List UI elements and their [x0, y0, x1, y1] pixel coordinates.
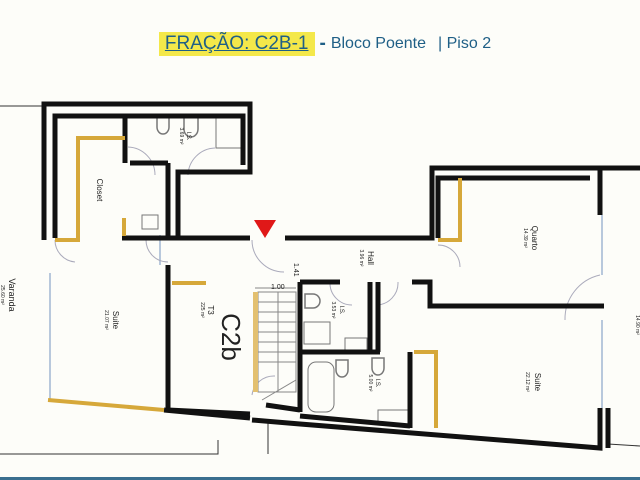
wardrobes — [47, 136, 462, 428]
svg-text:I.S.: I.S. — [338, 305, 344, 314]
svg-text:Suite: Suite — [533, 373, 542, 392]
room-right-partial: 14.90 m² — [634, 315, 640, 335]
room-varanda: Varanda 25.60 m² — [0, 278, 17, 311]
svg-text:14.39 m²: 14.39 m² — [522, 228, 528, 248]
svg-text:C2b: C2b — [216, 313, 246, 361]
room-suite-1: Suite 21.07 m² — [103, 310, 120, 330]
plan-header: FRAÇÃO: C2B-1 - Bloco Poente | Piso 2 — [0, 26, 640, 62]
svg-text:3.53 m²: 3.53 m² — [330, 302, 336, 319]
entrance-arrow-icon — [254, 220, 276, 238]
svg-text:Hall: Hall — [366, 251, 375, 265]
bottom-border — [0, 477, 640, 480]
svg-text:25.60 m²: 25.60 m² — [0, 285, 5, 305]
walls — [41, 101, 640, 451]
stair-railing — [253, 292, 258, 392]
windows — [49, 215, 603, 408]
room-is-1: I.S. 3.69 m² — [178, 128, 191, 145]
room-suite-2: Suite 22.12 m² — [524, 372, 542, 392]
door-dimension: 1.41 — [292, 263, 299, 277]
svg-text:I.S.: I.S. — [374, 378, 380, 387]
svg-text:T3: T3 — [206, 305, 215, 315]
svg-text:14.90 m²: 14.90 m² — [634, 315, 640, 335]
svg-text:Closet: Closet — [95, 179, 104, 202]
title-separator: - — [319, 33, 326, 54]
svg-text:5.00 m²: 5.00 m² — [367, 375, 373, 392]
svg-text:Varanda: Varanda — [7, 278, 17, 311]
room-is-2: I.S. 3.53 m² — [330, 302, 344, 319]
block-name: Bloco Poente — [330, 35, 427, 52]
room-quarto: Quarto 14.39 m² — [522, 226, 539, 251]
svg-text:Suite: Suite — [111, 311, 120, 330]
unit-code: C2b T3 225 m² — [199, 302, 246, 361]
svg-text:225 m²: 225 m² — [199, 302, 205, 318]
svg-text:21.07 m²: 21.07 m² — [103, 310, 109, 330]
room-is-3: I.S. 5.00 m² — [367, 375, 380, 392]
svg-text:3.96 m²: 3.96 m² — [358, 250, 364, 267]
svg-text:3.69 m²: 3.69 m² — [178, 128, 184, 145]
svg-text:I.S.: I.S. — [185, 131, 191, 140]
stairs-dimension: 1.00 — [271, 284, 285, 291]
terrace-outline — [0, 105, 640, 455]
room-hall: Hall 3.96 m² — [358, 250, 375, 267]
floor-label: | Piso 2 — [438, 35, 492, 52]
stairs — [255, 287, 297, 401]
door-swings — [54, 146, 601, 396]
svg-text:Quarto: Quarto — [530, 226, 539, 251]
svg-text:22.12 m²: 22.12 m² — [524, 372, 530, 392]
room-closet: Closet — [95, 179, 104, 202]
fraction-title: FRAÇÃO: C2B-1 — [158, 32, 315, 56]
